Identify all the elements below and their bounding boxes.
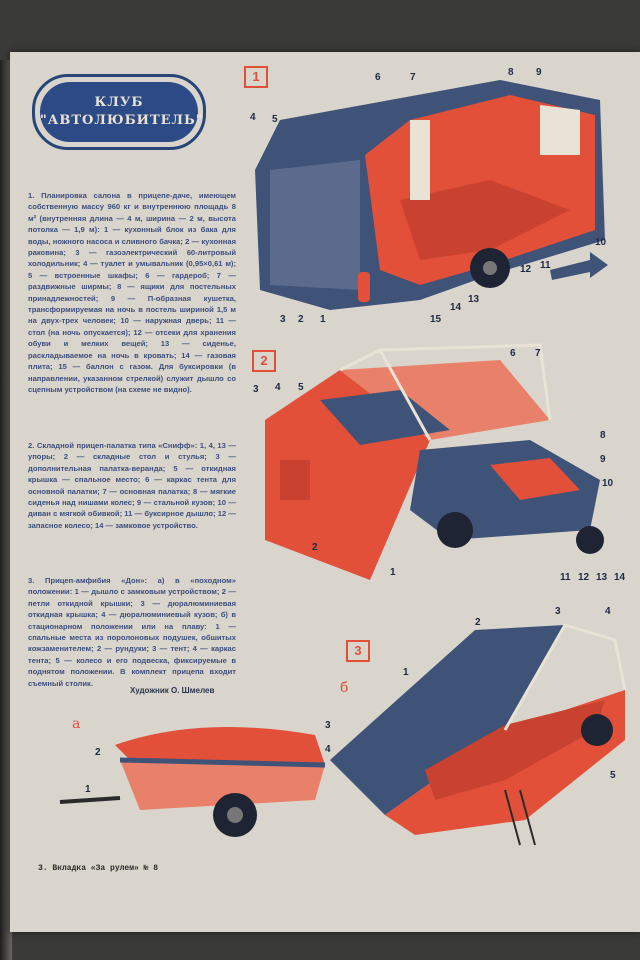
fig2-label-5: 5 <box>298 382 304 393</box>
figure-2-number: 2 <box>252 350 276 372</box>
fig2-label-12: 12 <box>578 572 590 583</box>
fig3b-label-2: 2 <box>475 617 481 628</box>
fig2-label-1: 1 <box>390 567 396 578</box>
fig3b-label-5: 5 <box>610 770 616 781</box>
fig1-label-8: 8 <box>508 67 514 78</box>
fig1-label-14: 14 <box>450 302 462 313</box>
fig1-label-1: 1 <box>320 314 326 325</box>
caption-3: 3. Прицеп-амфибия «Дон»: а) в «походном»… <box>28 576 236 688</box>
fig3a-label-3: 3 <box>325 720 331 731</box>
club-title-line2: "АВТОЛЮБИТЕЛЬ" <box>40 113 204 128</box>
fig2-label-2: 2 <box>312 542 318 553</box>
figure-1-trailer-interior: 1 2 3 4 5 6 7 8 9 10 11 12 13 14 15 <box>250 67 608 325</box>
fig3a-label-1: 1 <box>85 784 91 795</box>
fig1-label-7: 7 <box>410 72 416 83</box>
fig1-label-11: 11 <box>540 260 551 271</box>
fig2-label-3: 3 <box>253 384 259 395</box>
fig3b-label-1: 1 <box>403 667 409 678</box>
figure-3a-label: а <box>72 716 81 732</box>
figure-1-number: 1 <box>244 66 268 88</box>
fig1-label-5: 5 <box>272 114 278 125</box>
fig2-label-7: 7 <box>535 348 541 359</box>
fig2-label-14: 14 <box>614 572 626 583</box>
fig1-label-6: 6 <box>375 72 381 83</box>
fig2-label-9: 9 <box>600 454 606 465</box>
fig2-label-4: 4 <box>275 382 281 393</box>
club-title-line1: КЛУБ <box>94 95 144 110</box>
fig1-label-2: 2 <box>298 314 304 325</box>
page-edge-shadow <box>0 60 12 960</box>
fig1-label-3: 3 <box>280 314 286 325</box>
fig1-label-4: 4 <box>250 112 256 123</box>
fig2-label-8: 8 <box>600 430 606 441</box>
caption-2: 2. Складной прицеп-палатка типа «Снифф»:… <box>28 441 236 530</box>
fig2-label-13: 13 <box>596 572 608 583</box>
fig1-label-10: 10 <box>595 237 607 248</box>
club-badge: КЛУБ "АВТОЛЮБИТЕЛЬ" <box>32 74 206 150</box>
fig1-label-12: 12 <box>520 264 532 275</box>
figure-3b-label: б <box>340 680 349 696</box>
figure-3-number: 3 <box>346 640 370 662</box>
figure-3b-amphibian-open: 1 2 3 4 5 <box>330 606 627 846</box>
figure-3a-amphibian-closed: 1 2 3 4 <box>59 720 331 837</box>
fig2-label-11: 11 <box>560 572 571 583</box>
fig1-label-13: 13 <box>468 294 480 305</box>
fig1-label-9: 9 <box>536 67 542 78</box>
page-footer: 3. Вкладка «За рулем» № 8 <box>38 864 159 873</box>
caption-1: 1. Планировка салона в прицепе-даче, име… <box>28 191 236 394</box>
fig3a-label-2: 2 <box>95 747 101 758</box>
fig3b-label-4: 4 <box>605 606 611 617</box>
fig3b-label-3: 3 <box>555 606 561 617</box>
fig2-label-6: 6 <box>510 348 516 359</box>
figure-2-tent-trailer: 1 2 3 4 5 6 7 8 9 10 11 12 13 14 <box>253 343 626 583</box>
illustrator-credit: Художник О. Шмелев <box>130 686 215 695</box>
fig3a-label-4: 4 <box>325 744 331 755</box>
fig2-label-10: 10 <box>602 478 614 489</box>
fig1-label-15: 15 <box>430 314 442 325</box>
